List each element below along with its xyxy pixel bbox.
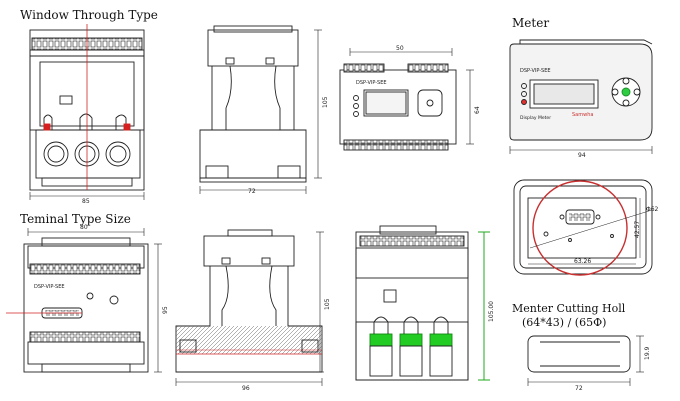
window-type-front-view [29, 24, 145, 200]
model-label: DSP-VIP-SEE [356, 80, 387, 86]
dim-t1-width: 80 [80, 224, 88, 231]
dim-w3-width: 50 [396, 45, 404, 52]
meter-front-view [509, 39, 653, 154]
dim-cut-height: 19.9 [644, 346, 651, 360]
terminal-type-top-view [355, 225, 490, 381]
terminal-type-side-view [175, 229, 324, 386]
meter-title: Meter [512, 16, 550, 30]
meter-back-view [513, 179, 653, 276]
dim-t2-height: 105 [324, 298, 331, 310]
cutting-subtitle: (64*43) / (65Φ) [522, 316, 607, 329]
dim-m1-width: 94 [578, 152, 586, 159]
dim-t1-height: 95 [162, 306, 169, 314]
dim-t2-width: 96 [242, 385, 250, 392]
dim-w2-width: 72 [248, 188, 256, 195]
brand-label: Samwha [572, 112, 594, 118]
window-type-top-view [339, 48, 474, 151]
meter-model-label: DSP-VIP-SEE [520, 68, 551, 74]
terminal-model-label: DSP-VIP-SEE [34, 284, 65, 290]
dim-cut-width: 72 [575, 385, 583, 392]
meter-sublabel: Display Meter [520, 116, 552, 121]
dim-t3-height: 105.00 [488, 301, 495, 322]
dim-w2-height: 105 [322, 96, 329, 108]
window-type-side-view [199, 25, 322, 194]
cutting-title: Menter Cutting Holl [512, 302, 626, 315]
terminal-type-title: Teminal Type Size [20, 212, 131, 226]
dim-m2-height: 42.57 [634, 220, 641, 238]
terminal-type-front-view [6, 228, 162, 373]
dim-w1-width: 85 [82, 198, 90, 205]
window-type-title: Window Through Type [20, 8, 158, 22]
dim-m2-width: 63.26 [574, 258, 592, 265]
dim-m2-circle: Φ62 [646, 206, 659, 213]
dim-w3-height: 64 [474, 106, 481, 114]
meter-cutting-view [527, 335, 644, 386]
